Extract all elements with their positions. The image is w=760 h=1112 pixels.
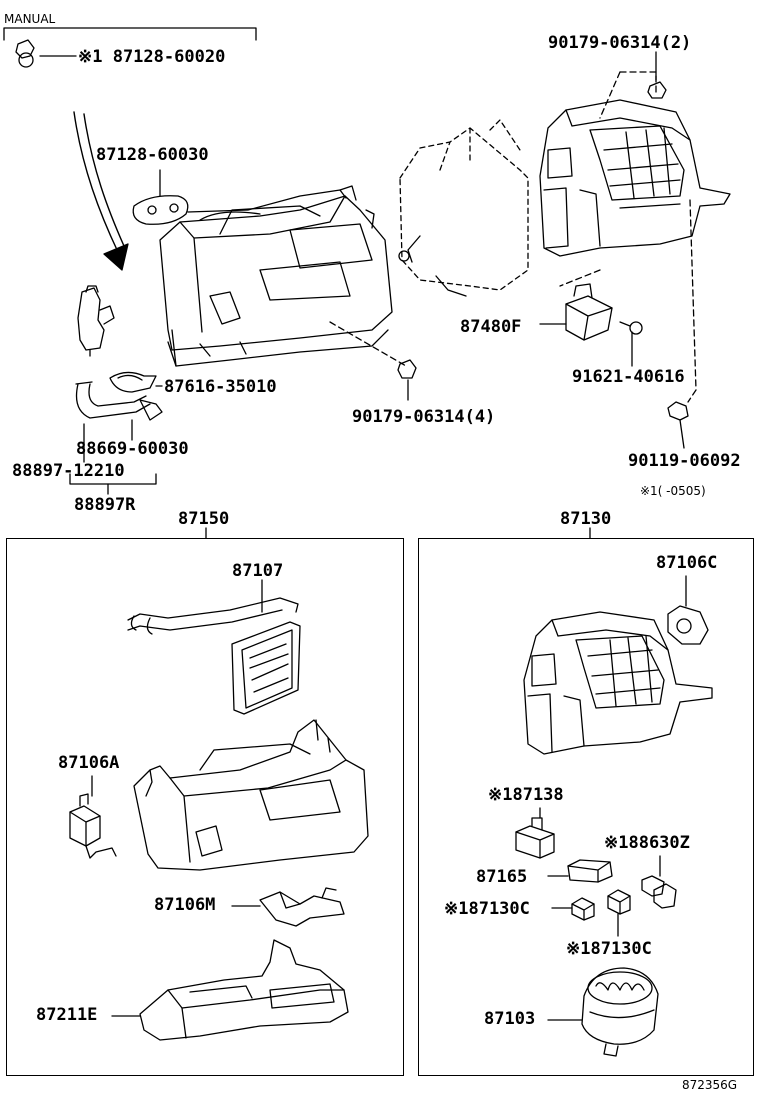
hoses-icon	[75, 381, 163, 463]
grommet-87128-60030-icon	[132, 169, 189, 225]
group-frame-87150	[6, 538, 404, 1076]
figure-code: 872356G	[682, 1078, 738, 1092]
part-88630z: ※188630Z	[604, 833, 690, 853]
part-87138: ※187138	[488, 785, 564, 805]
part-87165: 87165	[476, 867, 528, 887]
blower-case-87130-icon	[523, 611, 713, 755]
part-88897r: 88897R	[74, 495, 136, 515]
duct-87211e-icon	[111, 939, 349, 1041]
resistor-87480f-icon	[539, 283, 613, 341]
curved-arrow-icon	[73, 111, 129, 271]
group-title-87130: 87130	[560, 509, 612, 529]
group-title-87150: 87150	[178, 509, 230, 529]
part-88897-12210: 88897-12210	[12, 461, 125, 481]
part-87106a: 87106A	[58, 753, 120, 773]
part-87130c-a: ※187130C	[444, 899, 530, 919]
blower-case-top-icon	[539, 99, 731, 257]
part-87107: 87107	[232, 561, 284, 581]
part-87616-35010: 87616-35010	[164, 377, 277, 397]
water-valve-icon	[77, 285, 115, 357]
part-87130c-b: ※187130C	[566, 939, 652, 959]
heater-unit-top-icon	[159, 185, 393, 367]
servo-87106m-icon	[231, 887, 345, 927]
connector-87165-icon	[547, 859, 613, 883]
footnote: ※1( -0505)	[640, 484, 706, 498]
connector-87130c-b-icon	[607, 889, 631, 937]
nut-90179-06314-2-icon	[647, 51, 667, 99]
connector-88630z-icon	[641, 855, 677, 909]
heater-core-87107-icon	[127, 579, 301, 715]
part-90179-06314-2: 90179-06314(2)	[548, 33, 692, 53]
resistor-87138-icon	[515, 807, 555, 859]
part-91621-40616: 91621-40616	[572, 367, 685, 387]
part-87106c: 87106C	[656, 553, 718, 573]
clip-87616-35010-icon	[109, 371, 163, 393]
part-88669-60030: 88669-60030	[76, 439, 189, 459]
part-90119-06092: 90119-06092	[628, 451, 741, 471]
connector-87130c-a-icon	[551, 897, 595, 921]
part-87211e: 87211E	[36, 1005, 98, 1025]
part-87106m: 87106M	[154, 895, 216, 915]
servo-87106a-icon	[69, 775, 117, 859]
heater-unit-87150-icon	[133, 719, 369, 871]
clip-87128-60020-icon	[15, 39, 77, 68]
part-87128-60030: 87128-60030	[96, 145, 209, 165]
part-87480f: 87480F	[460, 317, 522, 337]
part-90179-06314-4: 90179-06314(4)	[352, 407, 496, 427]
nut-90179-06314-4-icon	[397, 359, 417, 401]
group-frame-87130	[418, 538, 754, 1076]
screw-91621-40616-icon	[619, 321, 643, 367]
evaporator-case-top-icon	[398, 119, 529, 297]
screw-90119-06092-icon	[667, 401, 689, 449]
part-87128-60020: ※1 87128-60020	[78, 47, 226, 67]
servo-87106c-icon	[667, 575, 709, 645]
blower-motor-87103-icon	[547, 967, 659, 1057]
part-87103: 87103	[484, 1009, 536, 1029]
manual-label: MANUAL	[4, 12, 56, 26]
